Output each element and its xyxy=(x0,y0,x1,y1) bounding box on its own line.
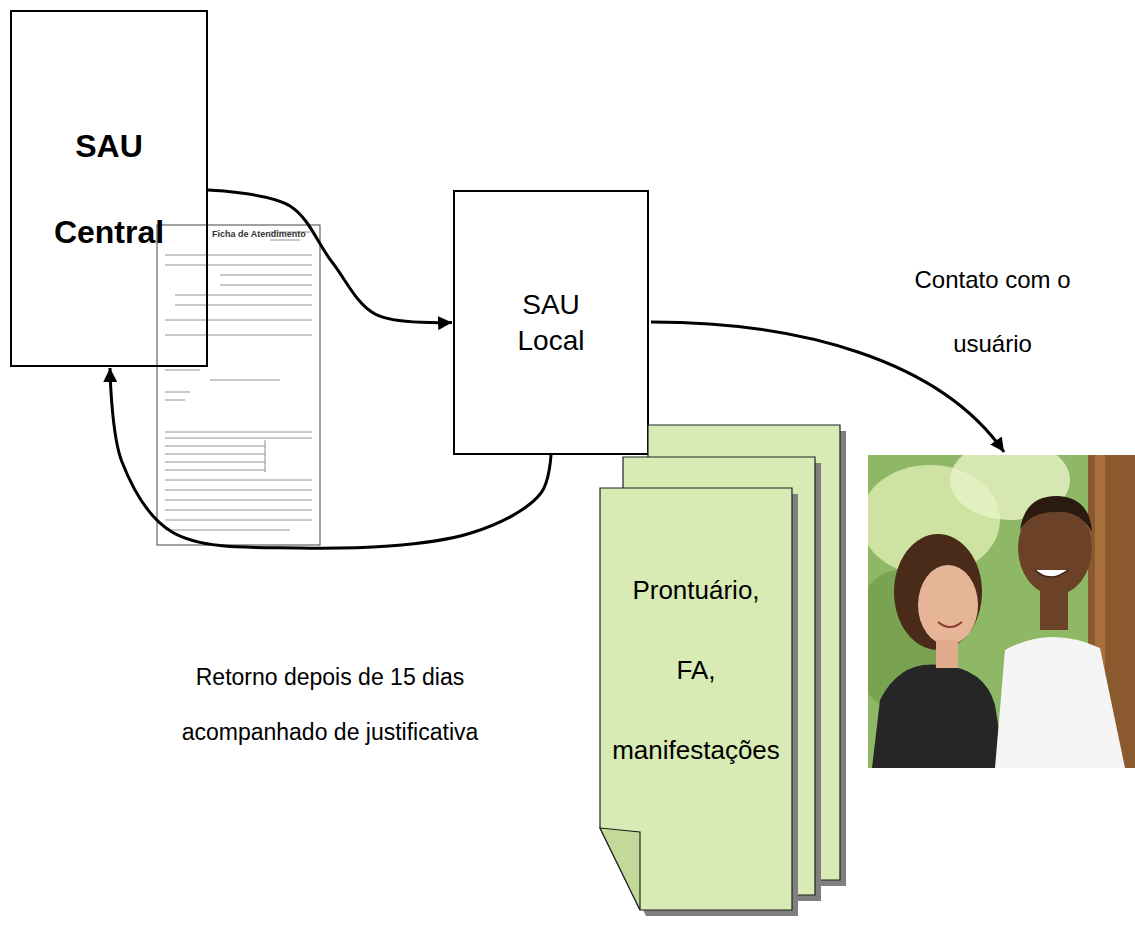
document-page xyxy=(600,488,798,916)
form-page xyxy=(157,225,320,545)
woman-neck xyxy=(936,640,958,668)
man-smile xyxy=(1035,570,1068,577)
note-text: Retorno depois de 15 dias acompanhado de… xyxy=(160,650,500,760)
document-stack-shape xyxy=(600,425,850,920)
process-box: SAU Central xyxy=(10,10,208,367)
man-hair xyxy=(1020,496,1092,532)
text-holder: Prontuário, FA, manifestações xyxy=(600,550,792,790)
man-shirt xyxy=(995,637,1125,768)
woman-smile xyxy=(938,622,962,627)
woman-face xyxy=(918,565,978,645)
page-sheet xyxy=(600,488,792,910)
people-photo xyxy=(868,455,1135,768)
document-stack: Prontuário, FA, manifestações xyxy=(600,425,850,920)
box-label: SAU Central xyxy=(54,103,164,275)
form-title: Ficha de Atendimento xyxy=(212,229,306,240)
box-label: SAU Local xyxy=(518,287,585,359)
process-box: SAU Local xyxy=(453,190,649,455)
woman-body xyxy=(872,664,1005,768)
page-fold xyxy=(600,828,640,910)
woman-hair xyxy=(894,534,982,650)
form-sheet xyxy=(157,225,320,545)
note-text: Contato com o usuário xyxy=(905,248,1080,376)
form-lines xyxy=(165,232,312,530)
stack-label: Prontuário, FA, manifestações xyxy=(612,550,780,790)
flow-arrow xyxy=(208,190,452,323)
flow-arrow xyxy=(110,368,551,548)
